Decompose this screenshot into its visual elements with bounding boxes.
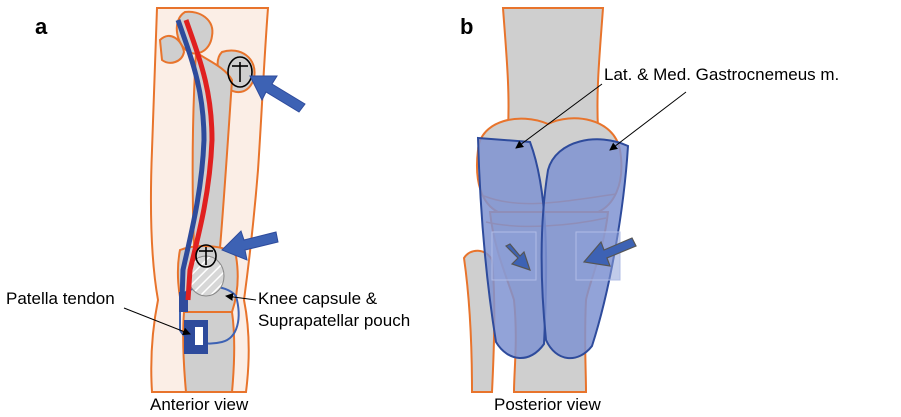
femur-posterior: [503, 8, 603, 128]
label-knee-capsule-line2: Suprapatellar pouch: [258, 310, 410, 331]
injection-box-lateral: [492, 232, 536, 280]
panel-letter-b: b: [460, 14, 473, 40]
patella-tendon-inset: [194, 326, 204, 346]
label-patella-tendon: Patella tendon: [6, 288, 115, 309]
label-gastrocnemeus: Lat. & Med. Gastrocnemeus m.: [604, 64, 839, 85]
caption-anterior-view: Anterior view: [150, 394, 248, 415]
leader-med-gastrocnemius: [610, 92, 686, 150]
panel-letter-a: a: [35, 14, 47, 40]
label-knee-capsule-line1: Knee capsule &: [258, 288, 377, 309]
caption-posterior-view: Posterior view: [494, 394, 601, 415]
panel-a-anterior: [124, 8, 305, 392]
